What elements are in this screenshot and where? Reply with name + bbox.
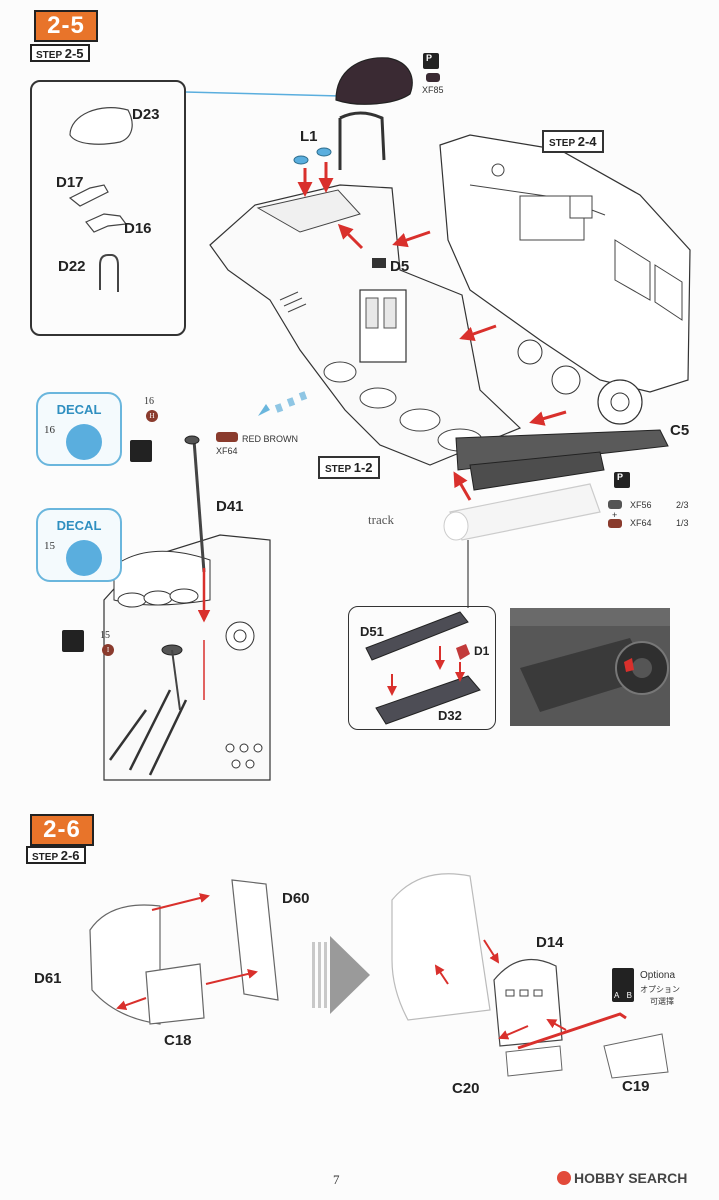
callout-leader-line bbox=[184, 91, 341, 97]
paint-plus: + bbox=[612, 510, 618, 520]
c19-plate bbox=[603, 1033, 669, 1079]
label-d16: D16 bbox=[124, 220, 152, 237]
main-seat bbox=[335, 57, 413, 105]
page-number: 7 bbox=[333, 1172, 340, 1187]
optional-label-en: Optiona bbox=[640, 970, 676, 981]
paint-ratio-xf64: 1/3 bbox=[676, 518, 689, 528]
c18-plate bbox=[145, 963, 205, 1025]
step-2-5-badge: 2-5 bbox=[34, 10, 98, 42]
optional-ab-icon: A B bbox=[612, 968, 634, 1002]
optional-label-cn: 可選擇 bbox=[650, 997, 674, 1006]
paint-swatch-xf56 bbox=[608, 500, 622, 509]
label-d61: D61 bbox=[34, 970, 62, 987]
decal-apply-icon-15 bbox=[62, 630, 84, 652]
decal-apply-icon-16 bbox=[130, 440, 152, 462]
paint-code-xf64-lever: XF64 bbox=[216, 446, 238, 456]
track-plate-lower bbox=[469, 451, 605, 491]
decal-15-icon bbox=[66, 540, 102, 576]
label-d51: D51 bbox=[360, 624, 384, 639]
decal-15-paint-dot: I bbox=[102, 644, 114, 656]
d51-part bbox=[365, 611, 469, 661]
label-d23: D23 bbox=[132, 106, 160, 123]
callout-detail-box bbox=[30, 80, 186, 336]
decal-16-icon bbox=[66, 424, 102, 460]
label-c19: C19 bbox=[622, 1078, 650, 1095]
paint-swatch-xf85 bbox=[426, 73, 440, 82]
brand-logo: HOBBY SEARCH bbox=[557, 1170, 687, 1186]
d1-part bbox=[456, 644, 470, 660]
step-2-5-subtitle: STEP 2-5 bbox=[30, 44, 90, 62]
d23-seat-part bbox=[69, 107, 133, 145]
label-d32: D32 bbox=[438, 708, 462, 723]
paint-code-xf64-track: XF64 bbox=[630, 518, 652, 528]
c5-track-plate bbox=[455, 429, 669, 471]
label-d17: D17 bbox=[56, 174, 84, 191]
paint-swatch-xf64 bbox=[608, 519, 622, 528]
d60-panel bbox=[231, 879, 279, 1001]
label-d22: D22 bbox=[58, 258, 86, 275]
paint-label-red-brown: RED BROWN bbox=[242, 434, 298, 444]
paint-code-xf56: XF56 bbox=[630, 500, 652, 510]
label-l1: L1 bbox=[300, 128, 318, 145]
optional-label-jp: オプション bbox=[640, 985, 680, 994]
decal-15-paint-num: 15 bbox=[100, 630, 110, 641]
label-c18: C18 bbox=[164, 1032, 192, 1049]
l1-lens-right bbox=[316, 147, 332, 157]
label-d5: D5 bbox=[390, 258, 410, 275]
label-track: track bbox=[368, 512, 394, 527]
d41-lever bbox=[192, 439, 206, 573]
d22-rod-part bbox=[99, 254, 119, 292]
step-2-4-reference: STEP 2-4 bbox=[542, 130, 604, 153]
sub-assembly-box bbox=[348, 606, 496, 730]
d14-box bbox=[493, 958, 563, 1047]
paint-code-xf85: XF85 bbox=[422, 85, 444, 95]
d17-part bbox=[68, 184, 109, 207]
paint-ratio-xf56: 2/3 bbox=[676, 500, 689, 510]
step-2-6-subtitle: STEP 2-6 bbox=[26, 846, 86, 864]
decal-16-paint-num: 16 bbox=[144, 396, 154, 407]
label-c5: C5 bbox=[670, 422, 690, 439]
d5-part bbox=[372, 258, 386, 268]
l1-lens-left bbox=[293, 155, 309, 165]
decal-16-paint-dot: H bbox=[146, 410, 158, 422]
paint-swatch-red-brown bbox=[216, 432, 238, 442]
label-d60: D60 bbox=[282, 890, 310, 907]
d32-part bbox=[375, 675, 481, 725]
label-c20: C20 bbox=[452, 1080, 480, 1097]
brand-icon bbox=[557, 1171, 571, 1185]
d61-fender bbox=[89, 904, 161, 1025]
track-cylinder bbox=[449, 483, 601, 541]
reference-photo bbox=[510, 608, 670, 726]
paint-brush-icon: P bbox=[423, 53, 439, 69]
label-d41: D41 bbox=[216, 498, 244, 515]
seat-post bbox=[338, 111, 386, 170]
label-d1: D1 bbox=[474, 644, 490, 658]
step-1-2-reference: STEP 1-2 bbox=[318, 456, 380, 479]
optional-rod bbox=[517, 1012, 627, 1050]
assembled-fender bbox=[391, 873, 491, 1021]
label-d14: D14 bbox=[536, 934, 564, 951]
step-2-6-badge: 2-6 bbox=[30, 814, 94, 846]
paint-brush-icon-track: P bbox=[614, 472, 630, 488]
c20-plate bbox=[505, 1045, 563, 1077]
upper-hull-assembly bbox=[439, 134, 691, 393]
d16-part bbox=[85, 213, 128, 233]
